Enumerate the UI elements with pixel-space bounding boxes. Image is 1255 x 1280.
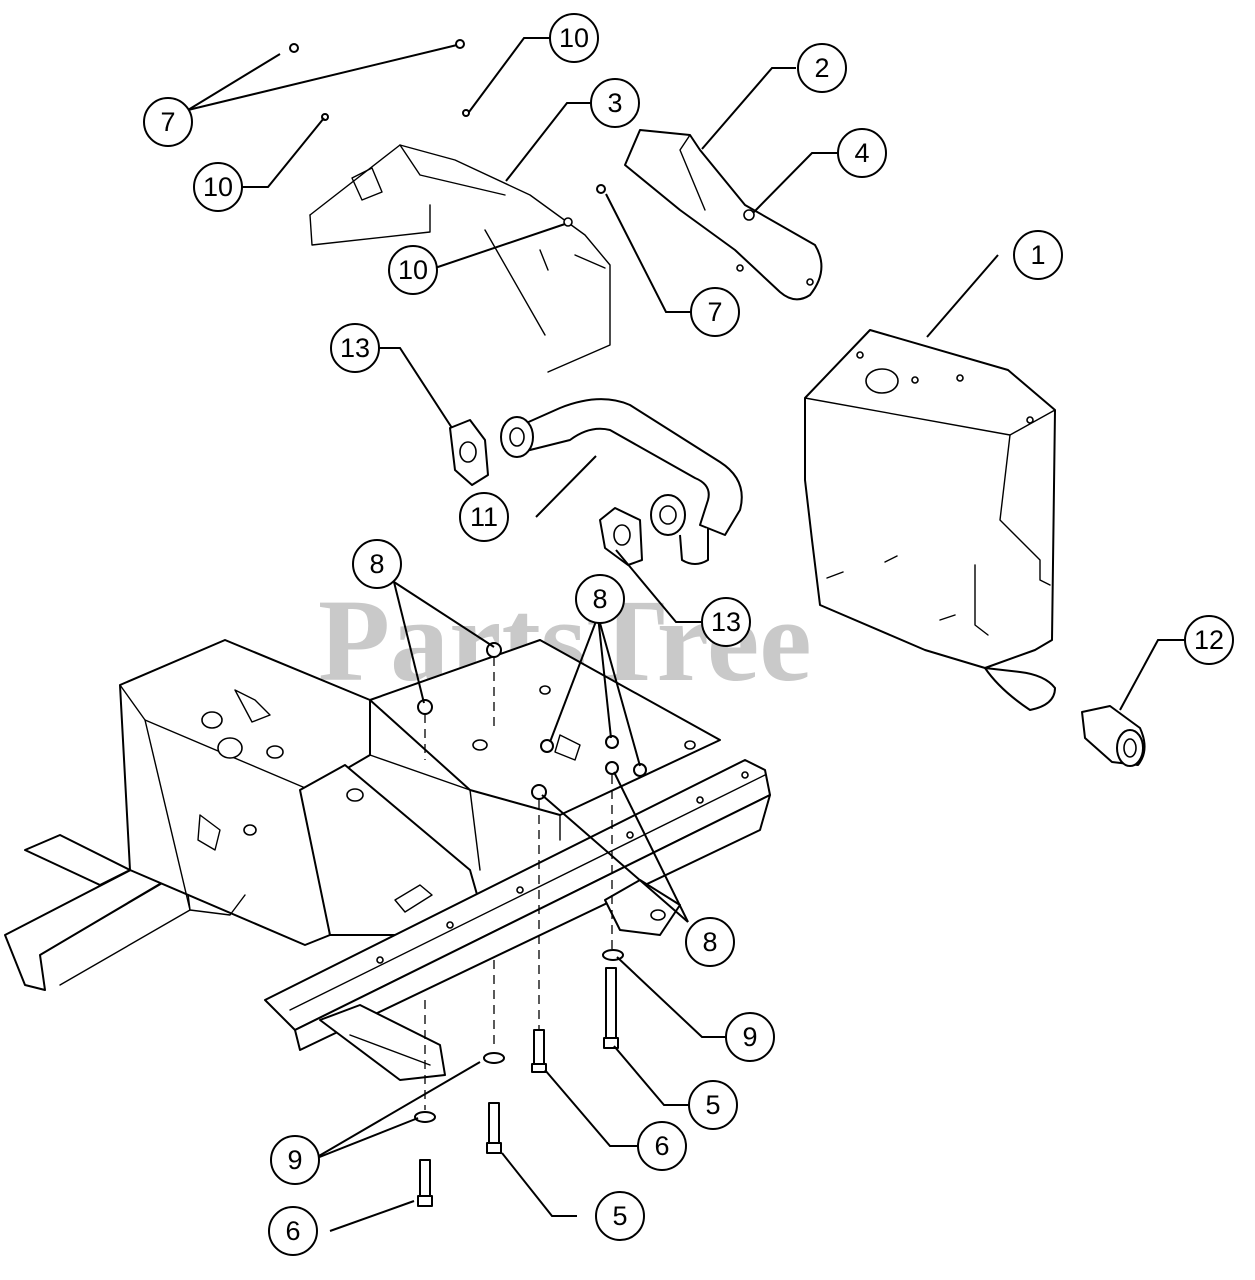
callout-1: 1 <box>1013 230 1063 280</box>
callout-2: 2 <box>797 43 847 93</box>
svg-text:13: 13 <box>340 333 370 363</box>
callout-5-lower: 5 <box>595 1191 645 1241</box>
svg-text:1: 1 <box>1030 240 1045 270</box>
fasteners <box>289 39 647 1207</box>
callout-8-lower: 8 <box>685 917 735 967</box>
part-13-gaskets <box>449 419 643 566</box>
svg-text:7: 7 <box>707 297 722 327</box>
callout-3: 3 <box>590 78 640 128</box>
svg-text:11: 11 <box>470 502 498 532</box>
callout-9-right: 9 <box>725 1012 775 1062</box>
svg-text:5: 5 <box>705 1090 720 1120</box>
part-12-pipe-tip <box>1081 705 1146 767</box>
svg-text:10: 10 <box>559 23 589 53</box>
svg-text:8: 8 <box>369 549 384 579</box>
callout-9-left: 9 <box>270 1135 320 1185</box>
callout-11: 11 <box>459 492 509 542</box>
part-2-cover <box>624 129 823 301</box>
callout-8-left: 8 <box>352 539 402 589</box>
leader-lines <box>187 37 1185 1232</box>
svg-text:9: 9 <box>287 1145 302 1175</box>
svg-text:10: 10 <box>203 172 233 202</box>
callout-6-center: 6 <box>637 1121 687 1171</box>
svg-text:8: 8 <box>702 927 717 957</box>
callout-5-right: 5 <box>688 1080 738 1130</box>
svg-text:8: 8 <box>592 584 607 614</box>
svg-text:7: 7 <box>160 107 175 137</box>
callout-7-right: 7 <box>690 287 740 337</box>
svg-text:10: 10 <box>398 255 428 285</box>
callout-7-upper-left: 7 <box>143 97 193 147</box>
callout-10-center: 10 <box>388 245 438 295</box>
callout-12: 12 <box>1184 615 1234 665</box>
callout-13-lower: 13 <box>701 597 751 647</box>
callout-4: 4 <box>837 128 887 178</box>
svg-text:5: 5 <box>612 1201 627 1231</box>
svg-text:4: 4 <box>854 138 869 168</box>
callout-10-left: 10 <box>193 162 243 212</box>
callout-10-top: 10 <box>549 13 599 63</box>
callouts: 1 2 3 4 5 5 6 6 7 7 8 8 8 9 9 10 10 10 1… <box>143 13 1234 1256</box>
svg-text:9: 9 <box>742 1022 757 1052</box>
callout-13-upper: 13 <box>330 323 380 373</box>
svg-text:12: 12 <box>1194 625 1224 655</box>
frame-assembly <box>4 639 771 1081</box>
svg-text:6: 6 <box>285 1216 300 1246</box>
svg-text:3: 3 <box>607 88 622 118</box>
part-11-exhaust-pipe <box>500 398 743 565</box>
part-3-upper-shield <box>309 144 611 373</box>
part-1-shroud <box>804 329 1056 711</box>
svg-text:6: 6 <box>654 1131 669 1161</box>
svg-text:2: 2 <box>814 53 829 83</box>
svg-text:13: 13 <box>711 607 741 637</box>
callout-6-left: 6 <box>268 1206 318 1256</box>
callout-8-center: 8 <box>575 574 625 624</box>
